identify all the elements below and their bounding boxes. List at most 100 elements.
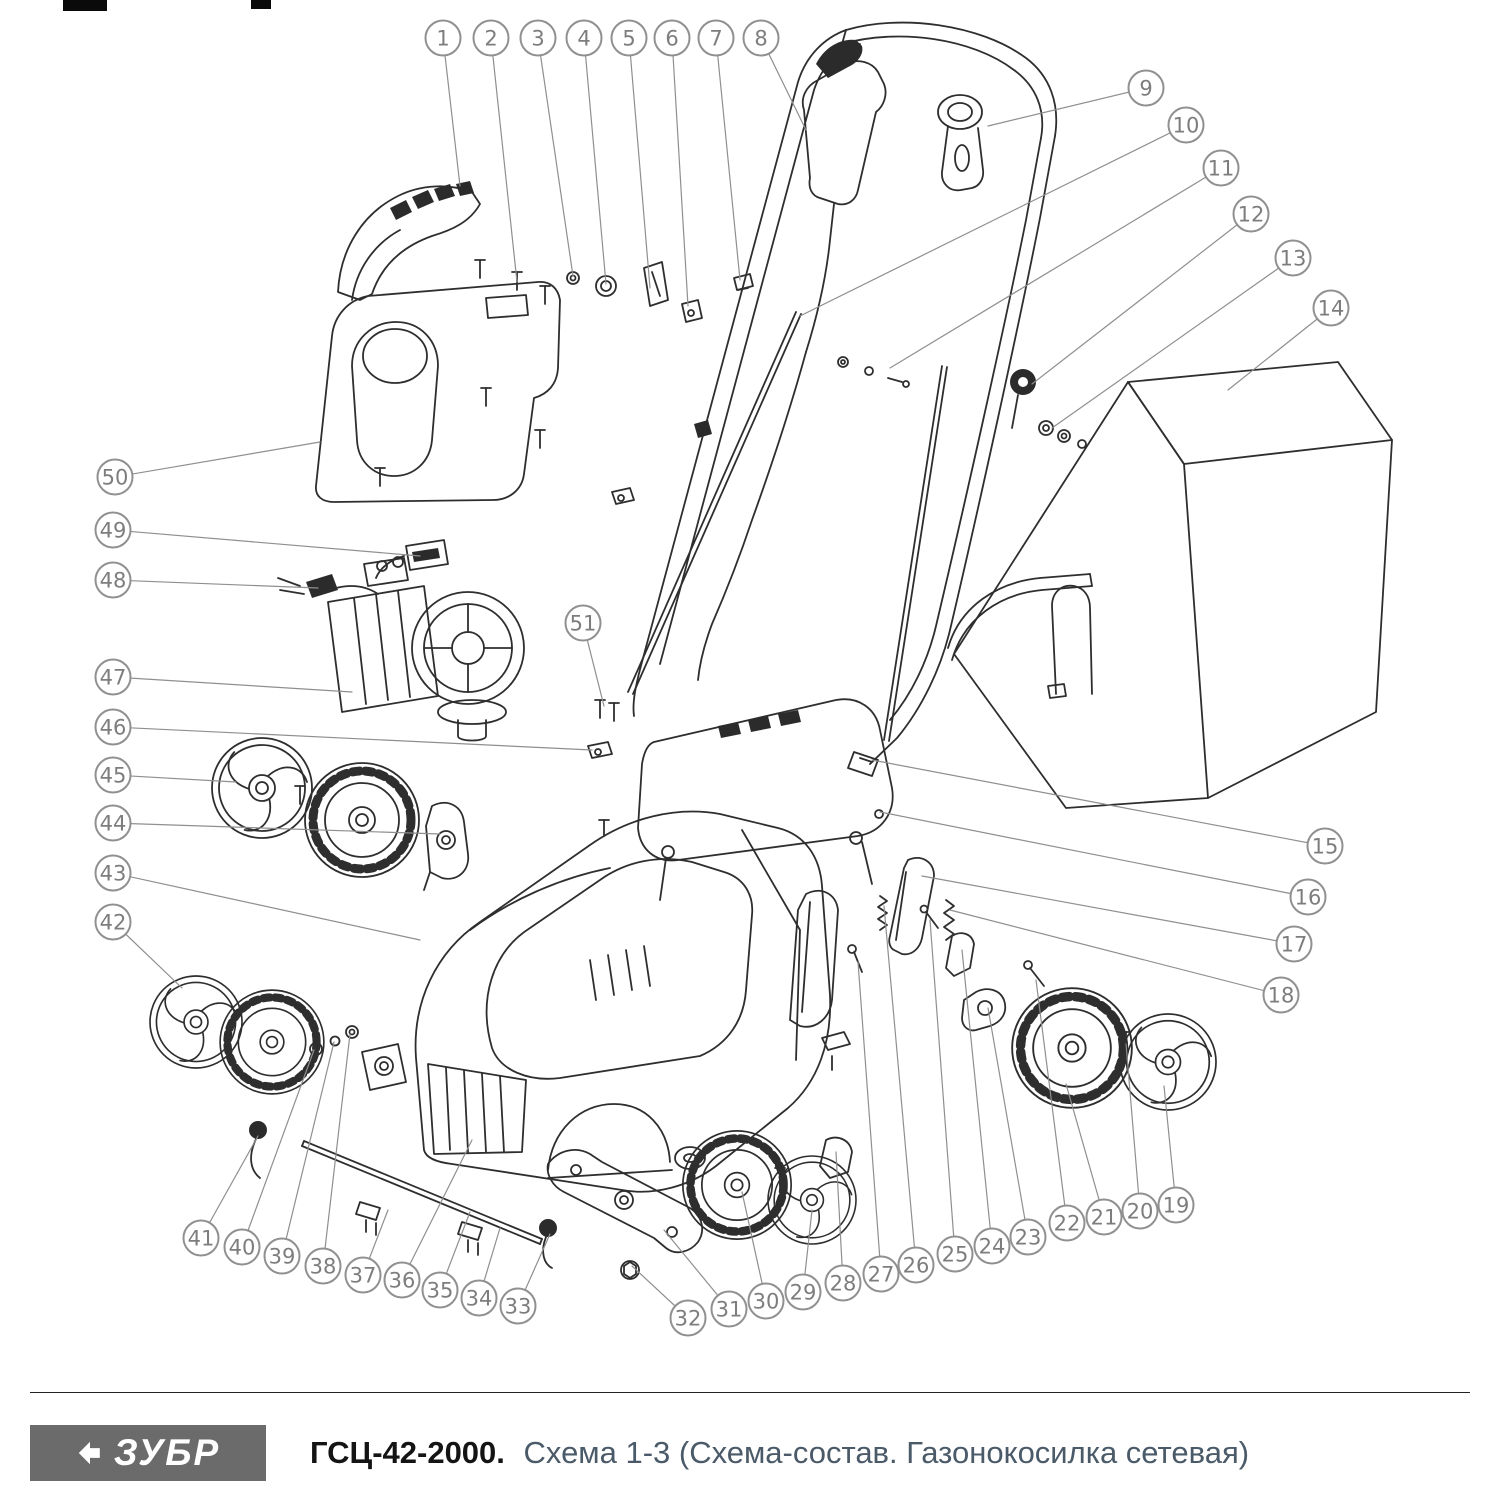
callout-number-29: 29 (790, 1281, 817, 1305)
callout-circle-33 (499, 1287, 537, 1325)
leader-line-10 (799, 124, 1187, 317)
callout-circle-13 (1274, 239, 1312, 277)
callout-circle-47 (94, 658, 132, 696)
callout-circle-1 (424, 19, 462, 57)
callout-23: 23 (1009, 1218, 1047, 1256)
print-mark (63, 0, 107, 11)
callout-circle-19 (1157, 1186, 1195, 1224)
callout-number-50: 50 (102, 466, 129, 490)
callout-21: 21 (1085, 1198, 1123, 1236)
callout-number-4: 4 (577, 27, 590, 51)
leader-line-19 (1163, 1085, 1177, 1206)
callout-circle-51 (564, 604, 602, 642)
callout-circle-37 (344, 1256, 382, 1294)
callout-circle-28 (824, 1264, 862, 1302)
callout-circle-15 (1306, 827, 1344, 865)
leader-line-44 (112, 822, 441, 835)
callout-9: 9 (1127, 69, 1165, 107)
callout-number-39: 39 (269, 1245, 296, 1269)
callout-number-17: 17 (1281, 933, 1308, 957)
callout-number-26: 26 (903, 1254, 930, 1278)
callout-number-18: 18 (1268, 984, 1295, 1008)
cable-connector (277, 574, 379, 598)
brand-text: ЗУБР (113, 1432, 221, 1473)
callout-30: 30 (747, 1282, 785, 1320)
callout-number-21: 21 (1091, 1206, 1118, 1230)
callout-number-23: 23 (1015, 1226, 1042, 1250)
leader-line-23 (987, 1007, 1029, 1238)
callout-number-42: 42 (100, 911, 127, 935)
callout-number-35: 35 (427, 1279, 454, 1303)
callout-24: 24 (973, 1227, 1011, 1265)
callout-number-41: 41 (188, 1227, 215, 1251)
wheel-tread (220, 990, 324, 1094)
callout-number-37: 37 (350, 1264, 377, 1288)
callout-circle-20 (1121, 1192, 1159, 1230)
leader-line-5 (628, 37, 651, 289)
callout-circle-40 (223, 1228, 261, 1266)
exploded-diagram-artwork (149, 21, 1393, 1280)
leader-line-1 (442, 37, 461, 187)
leader-line-13 (1051, 257, 1294, 429)
callout-number-14: 14 (1318, 297, 1345, 321)
callout-38: 38 (304, 1247, 342, 1285)
callout-number-15: 15 (1312, 835, 1339, 859)
leader-line-43 (112, 872, 421, 941)
leader-line-12 (1031, 213, 1252, 385)
callout-29: 29 (784, 1273, 822, 1311)
callout-number-48: 48 (100, 569, 127, 593)
callout-number-19: 19 (1163, 1194, 1190, 1218)
leader-line-24 (961, 949, 993, 1247)
callout-number-8: 8 (754, 27, 767, 51)
leader-line-47 (112, 676, 353, 693)
leader-line-25 (929, 919, 956, 1255)
callout-36: 36 (383, 1261, 421, 1299)
callout-number-11: 11 (1208, 157, 1235, 181)
callout-10: 10 (1167, 106, 1205, 144)
callout-circle-38 (304, 1247, 342, 1285)
model-number: ГСЦ-42-2000. (310, 1435, 505, 1470)
callout-number-22: 22 (1054, 1212, 1081, 1236)
callout-44: 44 (94, 804, 132, 842)
callout-circle-50 (96, 458, 134, 496)
callout-circle-34 (460, 1279, 498, 1317)
callout-number-6: 6 (665, 27, 678, 51)
leader-line-38 (322, 1033, 351, 1267)
callout-22: 22 (1048, 1204, 1086, 1242)
callout-31: 31 (710, 1290, 748, 1328)
callout-circle-22 (1048, 1204, 1086, 1242)
leader-line-14 (1227, 307, 1332, 391)
callout-34: 34 (460, 1279, 498, 1317)
callout-1: 1 (424, 19, 462, 57)
switch-housing (694, 39, 887, 681)
mower-deck (414, 810, 832, 1193)
callout-circle-43 (94, 854, 132, 892)
side-levers-springs (789, 857, 1045, 1179)
capacitor-block (375, 539, 449, 579)
callout-7: 7 (697, 19, 735, 57)
callout-49: 49 (94, 511, 132, 549)
zubr-logo-icon (78, 1441, 100, 1465)
grass-catcher (947, 361, 1393, 809)
callout-circle-26 (897, 1246, 935, 1284)
callout-42: 42 (94, 903, 132, 941)
callout-circle-39 (263, 1237, 301, 1275)
callout-circle-14 (1312, 289, 1350, 327)
zubr-logo: ЗУБР (30, 1425, 266, 1481)
callout-circle-17 (1275, 925, 1313, 963)
callout-12: 12 (1232, 195, 1270, 233)
callout-circle-2 (472, 19, 510, 57)
callout-5: 5 (610, 19, 648, 57)
callout-19: 19 (1157, 1186, 1195, 1224)
callout-circle-25 (936, 1235, 974, 1273)
callout-circle-48 (94, 561, 132, 599)
callout-circle-7 (697, 19, 735, 57)
callout-17: 17 (1275, 925, 1313, 963)
leader-line-41 (200, 1135, 259, 1239)
handle-grip (337, 181, 481, 301)
top-hardware (566, 261, 754, 323)
callout-43: 43 (94, 854, 132, 892)
callout-circle-29 (784, 1273, 822, 1311)
